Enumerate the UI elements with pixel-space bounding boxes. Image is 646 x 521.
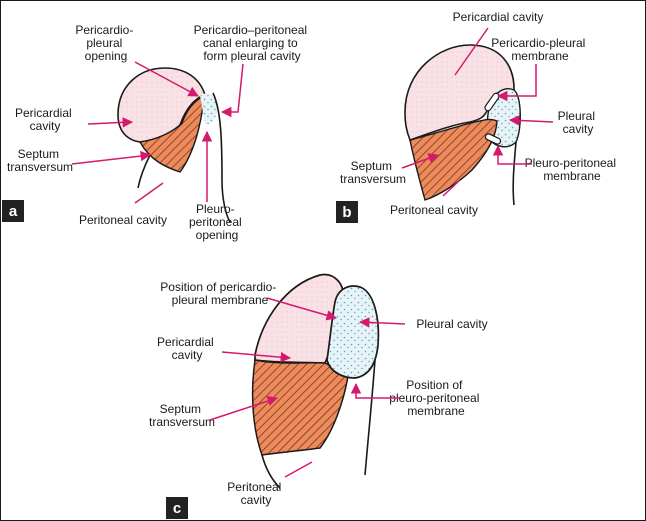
panel-c-arrow-peritoneal-cavity bbox=[285, 462, 312, 477]
panel-c-label-septum-transversum: Septum transversum bbox=[149, 402, 215, 429]
panel-a-label-peritoneal-cavity: Peritoneal cavity bbox=[79, 213, 167, 227]
panel-b-label-pleuro-peritoneal-membrane: Pleuro-peritoneal membrane bbox=[525, 156, 620, 183]
panel-c-label-position-pericardio-pleural-membrane: Position of pericardio- pleural membrane bbox=[160, 280, 279, 307]
panel-c-label-pericardial-cavity: Pericardial cavity bbox=[157, 335, 217, 362]
panel-a-body-wall-left bbox=[138, 155, 150, 188]
panel-a-label-pericardio-pleural-opening: Pericardio- pleural opening bbox=[75, 23, 136, 63]
panel-c-body-wall-right bbox=[365, 360, 375, 475]
panel-b-body-wall-right bbox=[513, 142, 516, 205]
panel-c-label-peritoneal-cavity: Peritoneal cavity bbox=[227, 480, 284, 507]
panel-b-label-pleural-cavity: Pleural cavity bbox=[558, 109, 599, 136]
panel-a-label-pericardial-cavity: Pericardial cavity bbox=[15, 106, 75, 133]
panel-c-pleural-cavity bbox=[327, 286, 378, 378]
panel-c-badge-label: c bbox=[173, 500, 181, 517]
panel-c-septum-transversum bbox=[253, 360, 348, 455]
panel-a: Pericardio- pleural opening Pericardio–p… bbox=[2, 23, 310, 242]
panel-c-label-position-pleuro-peritoneal-membrane: Position of pleuro-peritoneal membrane bbox=[389, 378, 482, 418]
panel-b-label-peritoneal-cavity: Peritoneal cavity bbox=[390, 203, 478, 217]
panel-c-label-pleural-cavity: Pleural cavity bbox=[416, 317, 487, 331]
panel-a-label-pleuro-peritoneal-opening: Pleuro- peritoneal opening bbox=[189, 202, 245, 242]
panel-a-label-pericardio-peritoneal-canal: Pericardio–peritoneal canal enlarging to… bbox=[194, 23, 311, 63]
panel-a-arrow-pericardio-peritoneal-canal bbox=[222, 64, 243, 112]
panel-b: Pericardial cavity Pericardio-pleural me… bbox=[336, 10, 619, 223]
panel-a-arrow-septum-transversum bbox=[72, 155, 150, 164]
panel-b-label-pericardio-pleural-membrane: Pericardio-pleural membrane bbox=[491, 36, 588, 63]
panel-b-label-pericardial-cavity: Pericardial cavity bbox=[453, 10, 544, 24]
panel-a-label-septum-transversum: Septum transversum bbox=[7, 147, 73, 174]
panel-c: Position of pericardio- pleural membrane… bbox=[149, 275, 488, 519]
panel-b-badge-label: b bbox=[342, 204, 351, 221]
panel-b-label-septum-transversum: Septum transversum bbox=[340, 159, 406, 186]
panel-a-badge-label: a bbox=[9, 203, 18, 220]
